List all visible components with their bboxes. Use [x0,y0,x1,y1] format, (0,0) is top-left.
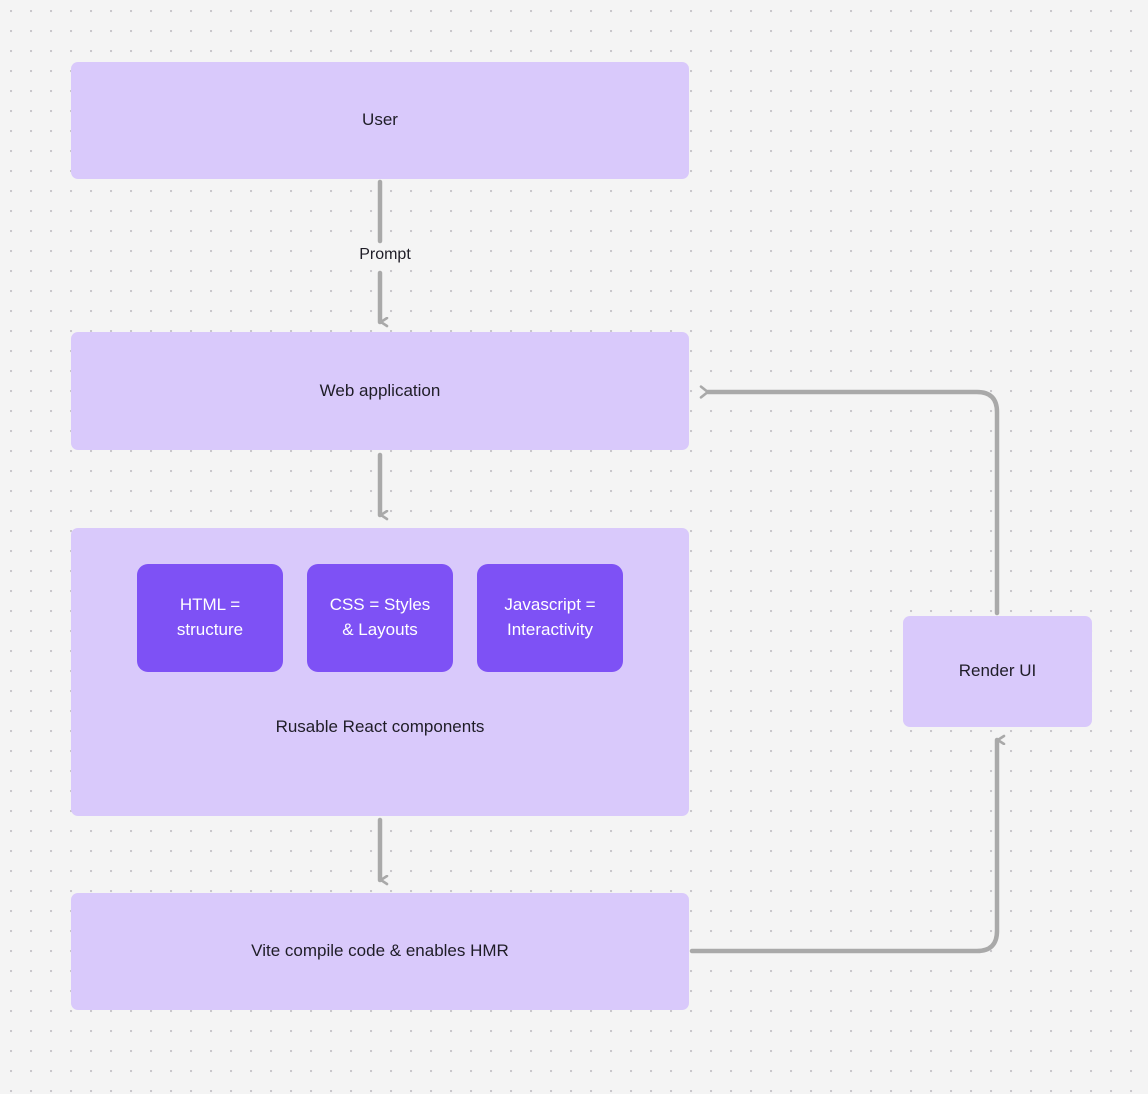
node-javascript-label: Javascript = Interactivity [504,593,595,642]
node-render-ui-label: Render UI [958,661,1037,681]
node-vite-label: Vite compile code & enables HMR [251,941,509,961]
node-html-label: HTML = structure [177,593,243,642]
edge-render-to-webapp [699,385,1000,616]
edge-vite-to-render [689,740,997,954]
node-css-label-line1: CSS = Styles [329,595,431,615]
node-render-ui[interactable]: Render UI [903,616,1092,727]
node-web-application-label: Web application [319,380,441,400]
node-web-application[interactable]: Web application [71,332,689,450]
node-user-label: User [362,110,398,130]
node-javascript[interactable]: Javascript = Interactivity [477,564,623,672]
node-javascript-label-line2: Interactivity [507,620,593,639]
node-user[interactable]: User [71,62,689,179]
node-css-label: CSS = Styles & Layouts [330,593,431,642]
node-html[interactable]: HTML = structure [137,564,283,672]
node-javascript-label-line1: Javascript = [504,595,596,615]
node-html-label-line2: structure [176,620,244,639]
node-css[interactable]: CSS = Styles & Layouts [307,564,453,672]
node-components-caption: Rusable React components [275,717,485,736]
node-css-label-line2: & Layouts [342,620,418,639]
edge-label-prompt: Prompt [330,246,440,264]
node-vite[interactable]: Vite compile code & enables HMR [71,893,689,1010]
node-html-label-line1: HTML = [179,595,241,615]
node-components-container[interactable]: HTML = structure CSS = Styles & Layouts … [71,528,689,816]
